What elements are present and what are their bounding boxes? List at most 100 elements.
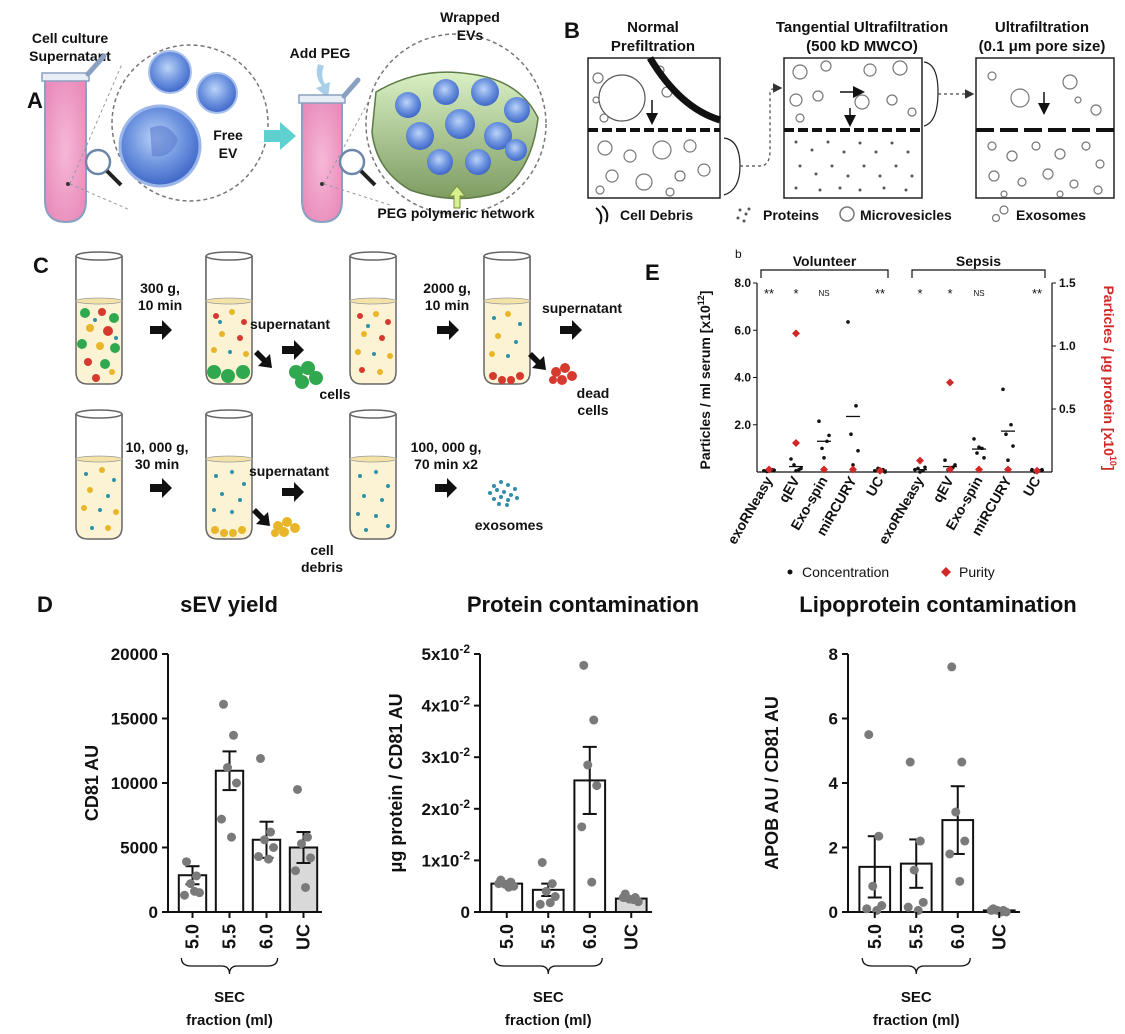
data-point — [951, 807, 961, 817]
x-axis-label-line2: fraction (ml) — [873, 1012, 960, 1029]
concentration-point — [789, 457, 793, 461]
arrow-icon — [150, 320, 172, 340]
y-tick-label: 10000 — [111, 774, 158, 793]
concentration-point — [943, 458, 947, 462]
data-point — [587, 877, 597, 887]
proteins-icon — [736, 207, 751, 223]
free-ev-label-line2: EV — [219, 145, 238, 161]
data-point — [494, 879, 504, 889]
data-point — [862, 904, 872, 914]
microvesicles-icon — [839, 206, 855, 222]
data-point — [874, 831, 884, 841]
data-point — [180, 890, 189, 900]
wrapped-ev-particles — [395, 78, 530, 175]
y-tick-label: 0 — [461, 903, 470, 922]
step4-speed: 100, 000 g, — [411, 439, 482, 455]
sec-brace — [180, 957, 279, 975]
supernatant-label-2: supernatant — [542, 300, 622, 316]
up-arrow-icon — [447, 185, 467, 209]
panel-label-a: A — [27, 88, 43, 113]
magnifier-icon — [84, 148, 123, 187]
x-tick-label: 6.0 — [257, 924, 277, 949]
x-tick-label: 5.5 — [538, 924, 558, 949]
sec-brace — [493, 957, 603, 975]
step1-time: 10 min — [138, 297, 182, 313]
significance-marker: ** — [875, 286, 885, 301]
data-point — [192, 871, 201, 881]
purity-point — [946, 378, 954, 387]
y-tick-label: 3x10-2 — [422, 745, 471, 767]
data-point — [577, 822, 587, 832]
purity-point — [876, 466, 884, 475]
significance-marker: * — [917, 286, 922, 301]
x-axis-label-line1: SEC — [533, 989, 564, 1006]
filter-box-ultrafiltration — [975, 57, 1115, 199]
significance-marker: ** — [764, 286, 774, 301]
chart-title: sEV yield — [180, 592, 278, 617]
x-tick-label: UC — [294, 924, 314, 950]
concentration-point — [923, 465, 927, 470]
y-axis-right-label: Particles / μg protein [x1010] — [1101, 285, 1118, 470]
category-label: qEV — [775, 473, 803, 505]
step2-time: 10 min — [425, 297, 469, 313]
data-point — [547, 879, 557, 889]
purity-point — [765, 465, 773, 474]
data-point — [535, 899, 545, 909]
legend-cell-debris: Cell Debris — [620, 207, 693, 223]
significance-marker: NS — [818, 289, 829, 298]
concentration-point — [820, 446, 824, 451]
panel-label-e: E — [645, 260, 660, 285]
data-point — [915, 836, 925, 846]
data-point — [545, 898, 555, 908]
panel-label-c: C — [33, 253, 49, 278]
data-point — [592, 781, 602, 791]
arrow-icon — [282, 482, 304, 502]
tube-icon — [349, 409, 397, 540]
data-point — [618, 893, 628, 903]
arrow-icon — [282, 340, 304, 360]
exosomes-label: exosomes — [475, 517, 544, 533]
category-label: UC — [1020, 474, 1044, 500]
purity-point — [975, 465, 983, 474]
x-axis-label-line1: SEC — [214, 989, 245, 1006]
data-point — [254, 852, 263, 862]
down-arrow-icon — [252, 508, 270, 526]
x-tick-label: 5.0 — [183, 924, 203, 949]
concentration-point — [854, 404, 858, 408]
data-point — [583, 760, 593, 770]
significance-marker: ** — [1032, 286, 1042, 301]
y-axis-label: CD81 AU — [82, 745, 102, 821]
purity-point — [849, 465, 857, 474]
cells-pellet-icon — [289, 361, 323, 389]
purity-point — [946, 465, 954, 474]
y-axis-left-label: Particles / ml serum [x1012] — [696, 291, 713, 470]
x-tick-label: 5.0 — [865, 924, 885, 949]
concentration-point — [1009, 422, 1013, 427]
x-tick-label: 5.0 — [497, 924, 517, 949]
legend-purity: Purity — [959, 564, 995, 580]
x-tick-label: UC — [621, 924, 641, 950]
dead-cells-icon — [549, 363, 577, 385]
x-axis-label-line2: fraction (ml) — [186, 1012, 273, 1029]
concentration-point — [794, 469, 798, 473]
panel-label-d: D — [37, 592, 53, 617]
data-point — [264, 854, 273, 864]
down-arrow-icon — [528, 352, 546, 370]
panel-label-b: B — [564, 18, 580, 43]
y-tick-label: 15000 — [111, 710, 158, 729]
purity-point — [820, 465, 828, 474]
concentration-marker-icon — [787, 569, 793, 575]
concentration-point — [827, 433, 831, 438]
group-label-sepsis: Sepsis — [956, 253, 1001, 269]
y-tick-label: 1x10-2 — [422, 848, 471, 870]
arrow-icon — [150, 478, 172, 498]
y-tick-label: 0 — [829, 903, 838, 922]
cells-label: cells — [319, 386, 350, 402]
data-point — [957, 757, 967, 767]
y-tick-label: 8 — [829, 645, 838, 664]
magnifier-icon — [338, 148, 377, 187]
purity-point — [1033, 466, 1041, 475]
data-point — [297, 839, 306, 849]
x-axis-label-line2: fraction (ml) — [505, 1012, 592, 1029]
